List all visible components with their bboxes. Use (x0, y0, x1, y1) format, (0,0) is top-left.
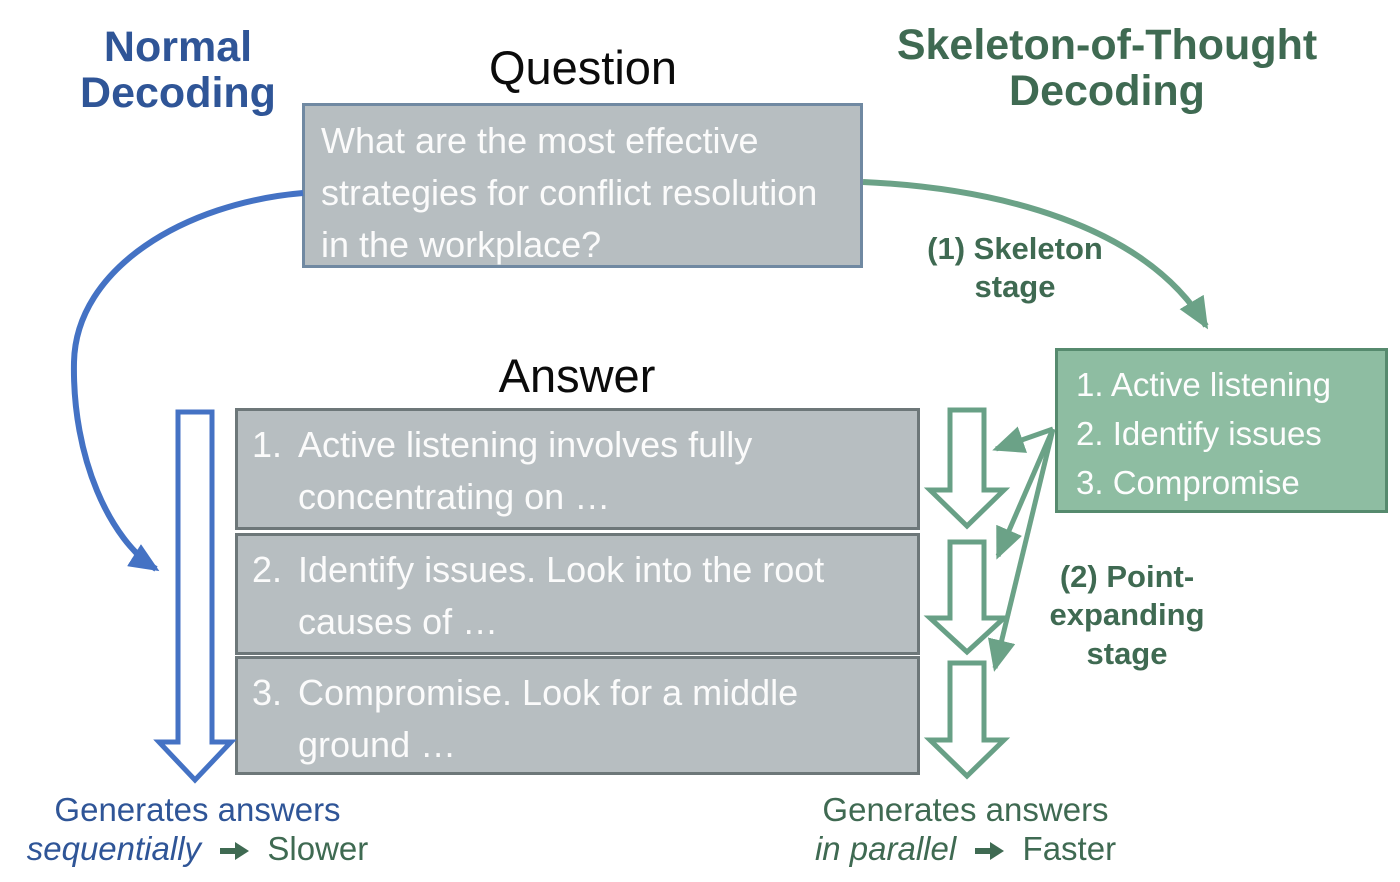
caption-emphasis: sequentially (26, 829, 202, 867)
answer-row-number: 1. (252, 424, 283, 465)
sequential-flow-arrow (153, 409, 237, 784)
answer-row-text: Compromise. Look for a middle ground … (298, 672, 799, 766)
answer-row-number: 2. (252, 549, 283, 590)
answer-row: 1. Active listening involves fully conce… (235, 408, 920, 530)
caption-line1: Generates answers (822, 791, 1109, 828)
normal-decoding-caption: Generates answers sequentially Slower (5, 791, 390, 869)
question-heading: Question (488, 41, 678, 94)
answer-row: 2. Identify issues. Look into the root c… (235, 533, 920, 655)
arrow-right-icon (975, 841, 1005, 860)
sot-decoding-caption: Generates answers in parallel Faster (768, 791, 1163, 869)
skeleton-stage-line: (1) Skeleton (927, 231, 1103, 266)
parallel-expand-arrow-2 (923, 539, 1011, 656)
question-box: What are the most effective strategies f… (302, 103, 863, 268)
skeleton-points-box: 1. Active listening 2. Identify issues 3… (1055, 348, 1388, 513)
caption-emphasis: in parallel (814, 829, 957, 867)
point-expanding-stage-label: (2) Point- expanding stage (1037, 558, 1217, 673)
point-expanding-line: (2) Point- (1059, 559, 1195, 594)
answer-row: 3. Compromise. Look for a middle ground … (235, 656, 920, 775)
arrow-right-icon (220, 841, 250, 860)
caption-line1: Generates answers (54, 791, 341, 828)
point-expand-line-1 (992, 426, 1054, 453)
skeleton-point: 1. Active listening (1076, 366, 1331, 403)
point-expanding-line: expanding (1049, 597, 1205, 633)
parallel-expand-arrow-3 (923, 660, 1011, 780)
question-text: What are the most effective strategies f… (321, 120, 818, 266)
answer-row-text: Active listening involves fully concentr… (298, 424, 753, 518)
sot-decoding-title: Skeleton-of-Thought Decoding (896, 21, 1318, 115)
point-expanding-line: stage (1086, 635, 1168, 671)
answer-row-number: 3. (252, 672, 283, 713)
point-expand-line-2 (995, 428, 1056, 560)
normal-decoding-title: Normal Decoding (80, 23, 276, 117)
skeleton-stage-label: (1) Skeleton stage (905, 230, 1125, 307)
parallel-expand-arrow-1 (923, 407, 1011, 530)
answer-heading: Answer (498, 349, 656, 402)
skeleton-point: 3. Compromise (1076, 463, 1300, 501)
skeleton-point: 2. Identify issues (1076, 414, 1322, 452)
answer-row-text: Identify issues. Look into the root caus… (298, 549, 825, 643)
caption-result: Faster (1022, 829, 1117, 867)
skeleton-stage-line: stage (974, 269, 1056, 305)
caption-result: Slower (267, 829, 369, 867)
